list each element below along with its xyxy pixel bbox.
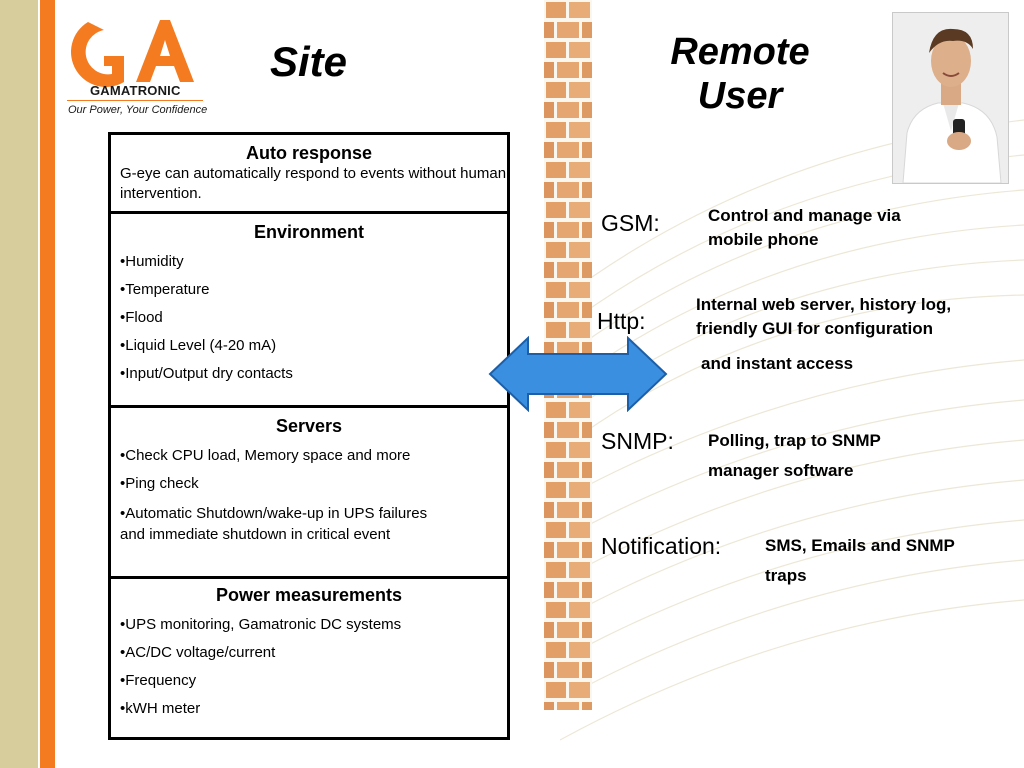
power-heading: Power measurements (215, 585, 403, 605)
notification-description-2: traps (765, 566, 807, 585)
left-decor-band (0, 0, 38, 768)
servers-box: Servers •Check CPU load, Memory space an… (108, 405, 510, 579)
notification-description: SMS, Emails and SNMP (765, 536, 955, 555)
notification-label: Notification: (601, 533, 722, 559)
auto-response-heading: Auto response (245, 143, 373, 163)
power-item: •Frequency (120, 672, 197, 689)
remote-title-line-1: Remote (670, 31, 810, 73)
servers-item: •Automatic Shutdown/wake-up in UPS failu… (120, 505, 428, 543)
snmp-description: Polling, trap to SNMP (708, 431, 881, 450)
snmp-label: SNMP: (601, 428, 674, 454)
environment-item: •Humidity (120, 253, 184, 270)
remote-user-title: Remote User (650, 30, 830, 118)
site-title: Site (270, 38, 348, 85)
gsm-label: GSM: (601, 210, 660, 236)
servers-item: •Check CPU load, Memory space and more (120, 447, 411, 464)
remote-user-photo (892, 12, 1009, 184)
environment-item: •Temperature (120, 281, 210, 298)
environment-item: •Input/Output dry contacts (120, 365, 293, 382)
http-label: Http: (597, 308, 646, 334)
snmp-description-2: manager software (708, 461, 854, 480)
background-curves (560, 119, 1024, 741)
environment-item: •Flood (120, 309, 163, 326)
auto-response-box: Auto response G-eye can automatically re… (108, 132, 510, 214)
environment-heading: Environment (253, 222, 364, 242)
logo-tagline: Our Power, Your Confidence (68, 104, 208, 116)
logo-divider (67, 100, 203, 101)
http-description: Internal web server, history log, friend… (696, 295, 952, 338)
power-box: Power measurements •UPS monitoring, Gama… (108, 576, 510, 740)
remote-title-line-2: User (697, 75, 783, 117)
servers-heading: Servers (275, 416, 343, 436)
left-orange-stripe (40, 0, 55, 768)
servers-item: •Ping check (120, 475, 199, 492)
environment-item: •Liquid Level (4-20 mA) (120, 337, 277, 354)
logo-name: GAMATRONIC (90, 83, 181, 98)
gamatronic-logo (71, 20, 194, 87)
power-item: •kWH meter (120, 700, 201, 717)
auto-response-text: G-eye can automatically respond to event… (120, 165, 507, 202)
environment-box: Environment •Humidity •Temperature •Floo… (108, 211, 510, 409)
double-arrow-icon (488, 336, 668, 412)
http-description-2: and instant access (701, 354, 854, 373)
gsm-description: Control and manage via mobile phone (708, 206, 901, 249)
power-item: •UPS monitoring, Gamatronic DC systems (120, 616, 402, 633)
power-item: •AC/DC voltage/current (120, 644, 276, 661)
